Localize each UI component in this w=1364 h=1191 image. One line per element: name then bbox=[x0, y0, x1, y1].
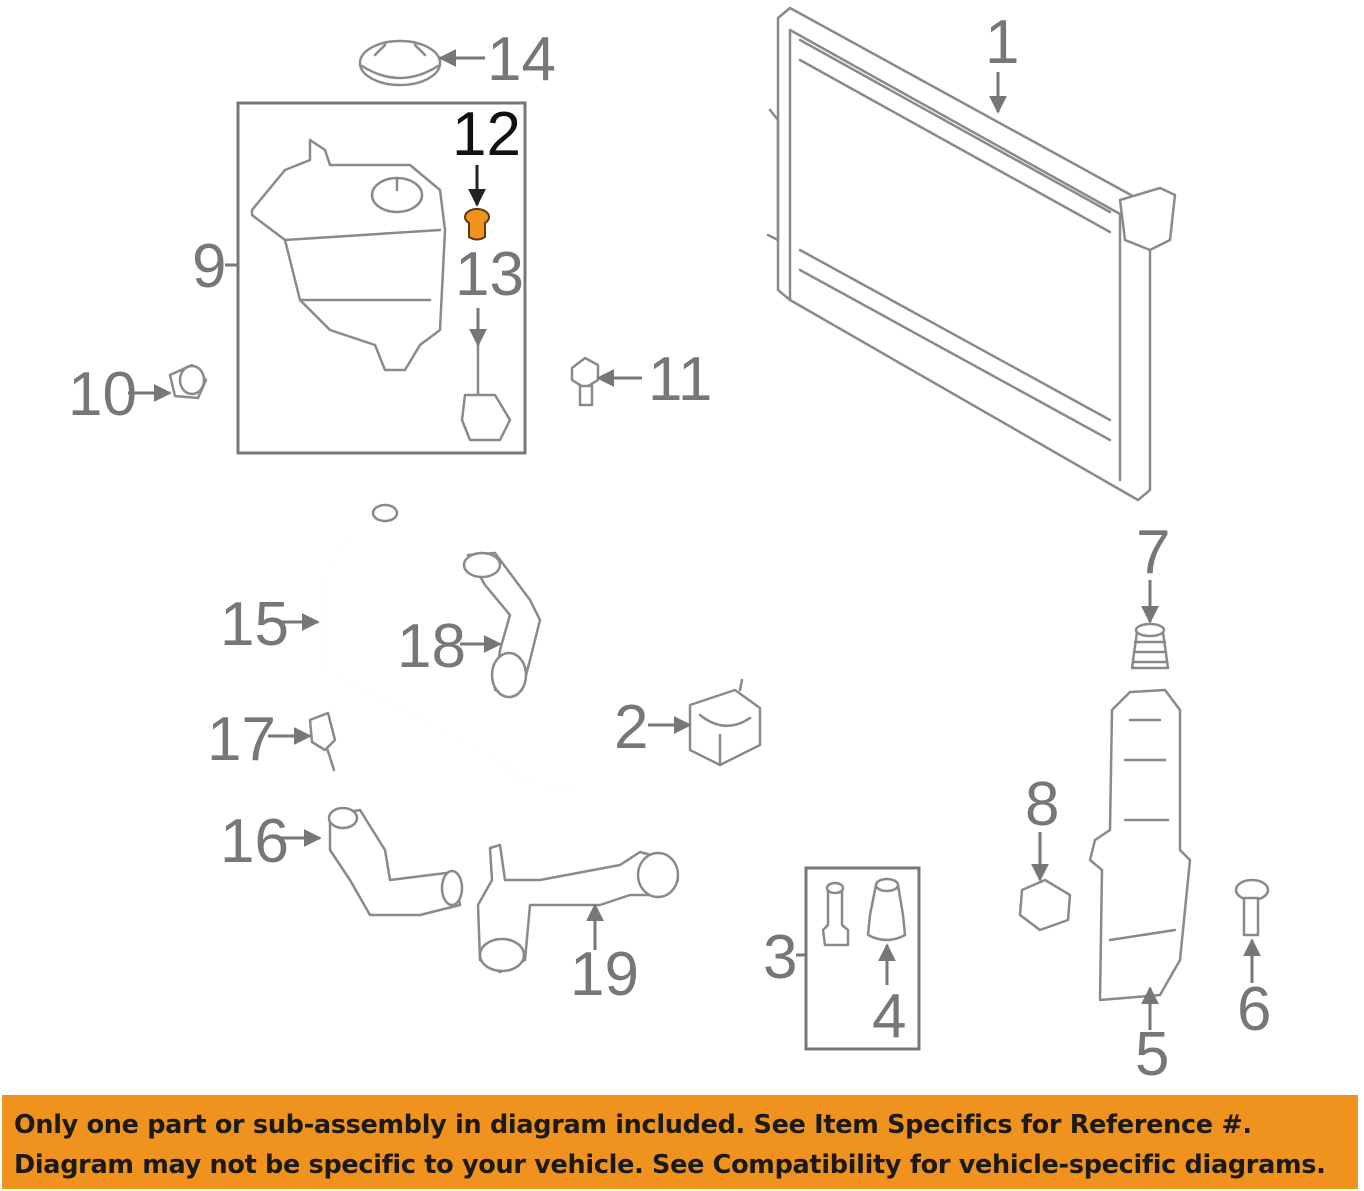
upper-hose-part bbox=[462, 551, 542, 699]
lower-hose-part bbox=[327, 806, 464, 917]
callout-15: 15 bbox=[220, 590, 289, 659]
callout-18: 18 bbox=[397, 612, 466, 681]
sensor-housing-part bbox=[821, 881, 850, 947]
callout-3: 3 bbox=[763, 923, 797, 992]
sensor-group-box bbox=[804, 866, 921, 1051]
callout-7: 7 bbox=[1136, 518, 1170, 587]
callout-13: 13 bbox=[455, 240, 524, 309]
clip-part bbox=[1018, 878, 1072, 932]
expansion-tank-group-box bbox=[236, 101, 527, 455]
radiator-part bbox=[766, 6, 1177, 502]
temp-sensor-part bbox=[308, 711, 337, 772]
callout-17: 17 bbox=[207, 705, 276, 774]
callout-12: 12 bbox=[452, 100, 521, 169]
sensor-cap-part bbox=[866, 877, 907, 942]
disclaimer-line-2: Diagram may not be specific to your vehi… bbox=[14, 1150, 1326, 1180]
expansion-tank-part bbox=[250, 138, 447, 372]
drain-plug-part bbox=[168, 363, 208, 400]
callout-16: 16 bbox=[220, 807, 289, 876]
callout-5: 5 bbox=[1135, 1020, 1169, 1089]
disclaimer-banner: Only one part or sub-assembly in diagram… bbox=[2, 1095, 1358, 1189]
mount-bushing-part bbox=[1130, 622, 1170, 670]
callout-11: 11 bbox=[648, 345, 712, 414]
bolt-11-part bbox=[570, 356, 600, 407]
bleed-pipe-part bbox=[320, 503, 594, 807]
callout-19: 19 bbox=[570, 940, 639, 1009]
callout-1: 1 bbox=[985, 8, 1019, 77]
disclaimer-line-1: Only one part or sub-assembly in diagram… bbox=[14, 1110, 1252, 1140]
bracket-part bbox=[688, 678, 762, 767]
callout-14: 14 bbox=[487, 25, 556, 94]
callout-4: 4 bbox=[872, 982, 906, 1051]
level-sensor-part bbox=[460, 343, 512, 442]
parts-diagram: 1 14 12 13 9 10 11 15 18 2 17 16 19 3 4 … bbox=[68, 6, 1271, 1089]
callout-2: 2 bbox=[614, 693, 648, 762]
callout-6: 6 bbox=[1237, 975, 1271, 1044]
reservoir-cap-part bbox=[358, 39, 442, 87]
coolant-hose-19-part bbox=[476, 843, 680, 974]
air-guide-part bbox=[1088, 688, 1192, 1002]
callout-8: 8 bbox=[1025, 770, 1059, 839]
screw-part bbox=[1234, 878, 1270, 937]
highlighted-plug-part bbox=[464, 208, 490, 241]
callout-10: 10 bbox=[68, 360, 137, 429]
callout-9: 9 bbox=[192, 232, 226, 301]
